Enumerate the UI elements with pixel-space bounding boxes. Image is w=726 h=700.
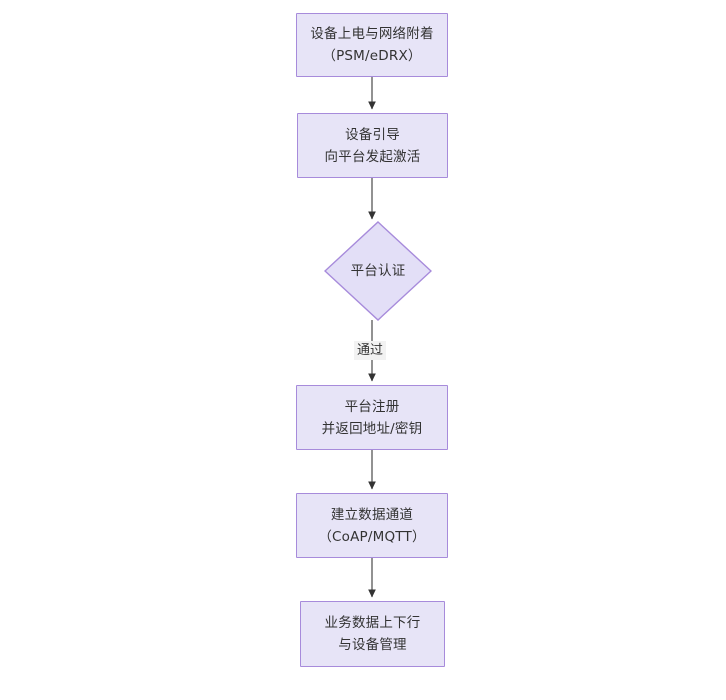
node-label: 平台注册 并返回地址/密钥 [321, 398, 423, 437]
node-platform-auth-decision[interactable]: 平台认证 [324, 221, 432, 321]
node-establish-data-channel[interactable]: 建立数据通道 （CoAP/MQTT） [296, 493, 448, 558]
edge-label-pass: 通过 [354, 341, 387, 360]
node-platform-registration[interactable]: 平台注册 并返回地址/密钥 [296, 385, 448, 450]
node-business-data-and-device-mgmt[interactable]: 业务数据上下行 与设备管理 [300, 601, 445, 667]
node-label: 设备上电与网络附着 （PSM/eDRX） [310, 26, 434, 64]
node-label: 建立数据通道 （CoAP/MQTT） [318, 506, 426, 545]
edge-label-text: 通过 [357, 343, 384, 358]
node-label: 设备引导 向平台发起激活 [324, 126, 421, 165]
diamond-shape [324, 221, 432, 321]
node-device-bootstrap[interactable]: 设备引导 向平台发起激活 [297, 113, 448, 178]
node-device-power-on[interactable]: 设备上电与网络附着 （PSM/eDRX） [296, 13, 448, 77]
node-label: 业务数据上下行 与设备管理 [324, 615, 421, 653]
